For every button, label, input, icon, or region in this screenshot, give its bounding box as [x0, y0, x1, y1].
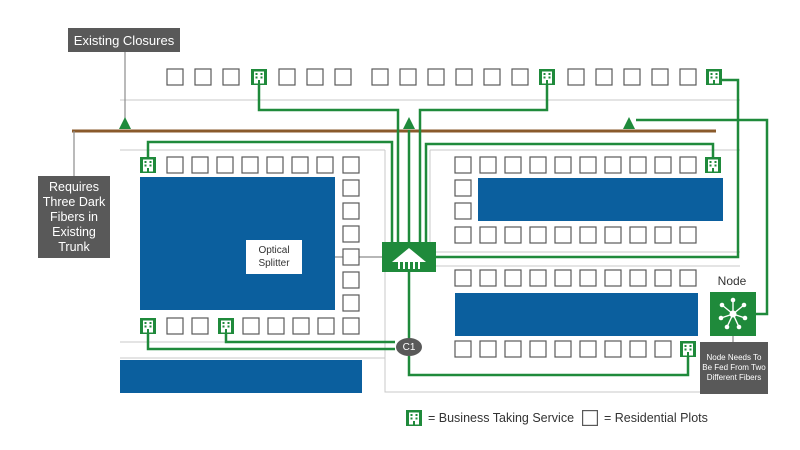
building-icon [680, 341, 696, 357]
c1-label: C1 [402, 341, 416, 353]
optical-splitter-icon [382, 242, 436, 272]
building-icon [140, 318, 156, 334]
building-icon [705, 157, 721, 173]
block-bottom-left [120, 360, 362, 393]
block-right-top [478, 178, 723, 221]
block-left [140, 177, 335, 310]
closure-triangle-icon [623, 117, 635, 129]
network-node-icon [710, 292, 756, 336]
node-label: Node [717, 274, 747, 288]
closure-triangle-icon [119, 117, 131, 129]
requires-fibers-callout: Requires Three Dark Fibers in Existing T… [38, 176, 110, 258]
building-icon [706, 69, 722, 85]
legend-business: = Business Taking Service [406, 408, 574, 428]
building-icon [406, 410, 422, 426]
closure-triangle-icon [403, 117, 415, 129]
square-plot-icon [582, 410, 598, 426]
legend-residential-label: = Residential Plots [604, 411, 708, 425]
c1-closure [396, 338, 422, 356]
plots-left-block [166, 156, 360, 335]
plots-right-bottom-block [454, 269, 697, 358]
plots-right-top-block [454, 156, 697, 244]
node-note-callout: Node Needs To Be Fed From Two Different … [700, 342, 768, 394]
building-icon [251, 69, 267, 85]
existing-closures-callout: Existing Closures [68, 28, 180, 52]
building-icon [218, 318, 234, 334]
legend-residential: = Residential Plots [582, 408, 708, 428]
building-icon [539, 69, 555, 85]
legend-business-label: = Business Taking Service [428, 411, 575, 425]
building-icon [140, 157, 156, 173]
plots-top-row [166, 68, 697, 86]
block-right-bottom [455, 293, 698, 336]
optical-splitter-label: Optical Splitter [246, 240, 302, 274]
